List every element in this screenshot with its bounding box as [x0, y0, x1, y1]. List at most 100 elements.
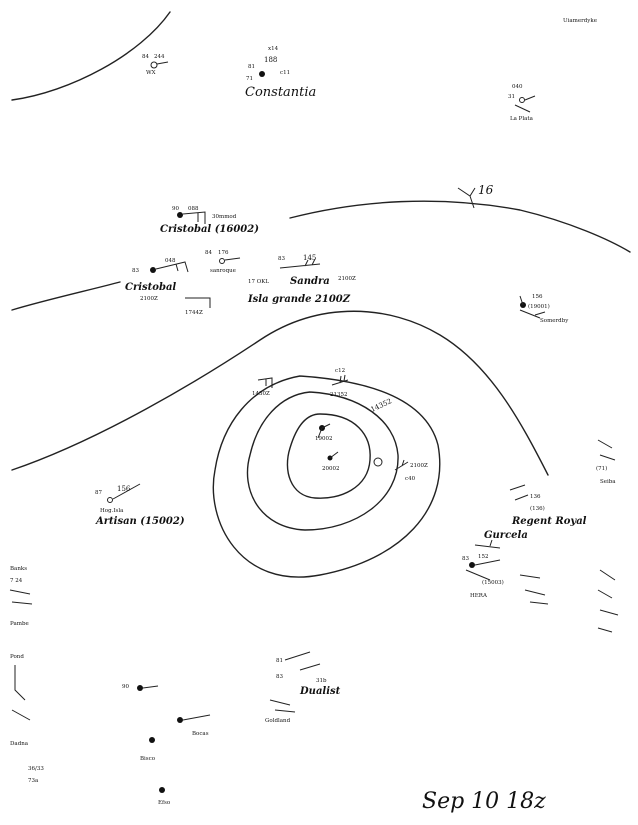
svg-text:Seiba: Seiba: [600, 479, 616, 485]
svg-text:1744Z: 1744Z: [185, 310, 203, 316]
isobar-ring-3: [212, 375, 441, 578]
station-sanroque: 84 176 sanroque 83 145 17 OKL Sandra 210…: [205, 250, 356, 305]
station-regent-royal: 136 (136) Regent Royal: [509, 484, 587, 527]
svg-text:048: 048: [165, 258, 176, 264]
svg-text:136: 136: [530, 494, 541, 500]
station-2100z-east: 2100Z c40: [394, 459, 428, 482]
station-name-sandra: Isla grande 2100Z: [247, 294, 351, 305]
svg-text:36/33: 36/33: [28, 766, 44, 772]
svg-text:c12: c12: [335, 368, 345, 374]
svg-text:83: 83: [276, 674, 283, 680]
svg-text:x14: x14: [268, 46, 279, 52]
station-name-cristobal: Cristobal: [125, 282, 176, 293]
isobar-middle-right: [289, 200, 631, 253]
station-la-plata: 040 31 La Plata: [508, 84, 536, 122]
station-name-cristobal-16002: Cristobal (16002): [160, 224, 259, 235]
svg-text:156: 156: [117, 485, 131, 493]
svg-text:2100Z: 2100Z: [338, 276, 356, 282]
svg-text:(71): (71): [596, 465, 607, 472]
svg-text:Bocas: Bocas: [192, 731, 209, 737]
station-name-goldland: Goldland: [265, 718, 291, 724]
svg-text:152: 152: [478, 554, 489, 560]
storm-center: 19002 20002 14352: [315, 397, 393, 472]
svg-text:81: 81: [276, 658, 283, 664]
svg-text:90: 90: [172, 206, 179, 212]
svg-text:c11: c11: [280, 70, 290, 76]
isobar-spiral-outer: [11, 310, 549, 476]
svg-text:83: 83: [132, 268, 139, 274]
date-label: Sep 10 18z: [422, 789, 546, 814]
station-left-edge: Banks 7 24 Pambe Pond Dadna 36/33 73a: [9, 566, 44, 784]
svg-text:Dualist: Dualist: [299, 686, 341, 697]
svg-text:188: 188: [264, 56, 277, 64]
isobar-middle-left: [11, 281, 121, 311]
svg-text:Gurcela: Gurcela: [484, 530, 528, 541]
station-19002-value: 19002: [315, 436, 333, 442]
svg-text:Banks: Banks: [10, 566, 27, 572]
svg-text:31: 31: [508, 94, 515, 100]
svg-text:83: 83: [278, 256, 285, 262]
station-name-artisan: Artisan (15002): [95, 516, 185, 527]
svg-text:17 OKL: 17 OKL: [248, 279, 269, 285]
svg-text:145: 145: [303, 254, 316, 262]
svg-text:040: 040: [512, 84, 523, 90]
svg-text:Bisco: Bisco: [140, 756, 156, 762]
station-name-constantia: Constantia: [245, 85, 316, 100]
svg-text:WX: WX: [146, 70, 156, 76]
station-right-edge: (71) Seiba: [596, 439, 616, 485]
svg-text:156: 156: [532, 294, 543, 300]
svg-text:83: 83: [462, 556, 469, 562]
svg-text:21352: 21352: [330, 392, 348, 398]
svg-text:sanroque: sanroque: [210, 268, 236, 274]
station-14352-value: 20002: [322, 466, 340, 472]
isobar-label: 16: [478, 183, 494, 197]
svg-text:1430Z: 1430Z: [252, 391, 270, 397]
svg-text:71: 71: [246, 76, 253, 82]
svg-text:2100Z: 2100Z: [140, 296, 158, 302]
svg-text:30mmod: 30mmod: [212, 214, 237, 220]
svg-text:Hog.Isla: Hog.Isla: [100, 508, 124, 514]
corner-label: Uiamerdyke: [563, 18, 597, 24]
station-name-hera: HERA: [470, 593, 488, 599]
station-constantia: x14 188 81 c11 71 Constantia: [245, 46, 316, 100]
station-14352-label: 14352: [369, 397, 393, 414]
station-goldland: 81 83 31b Dualist Goldland: [265, 651, 341, 724]
svg-text:73a: 73a: [28, 778, 39, 784]
station-21352: c12 21352: [330, 368, 349, 398]
svg-text:90: 90: [122, 684, 129, 690]
isobar-ring-1: [286, 413, 371, 499]
svg-text:(19001): (19001): [528, 303, 550, 310]
svg-text:(136): (136): [530, 505, 545, 512]
svg-text:Sandra: Sandra: [290, 276, 330, 287]
station-cristobal-2100z: 83 048 Cristobal 2100Z 1744Z: [125, 258, 211, 316]
svg-text:Efso: Efso: [158, 800, 171, 806]
svg-text:244: 244: [154, 54, 165, 60]
isobar-top-left: [11, 11, 171, 101]
svg-text:Dadna: Dadna: [10, 741, 29, 747]
station-name-regent-royal: Regent Royal: [511, 516, 587, 527]
station-artisan: 87 156 Hog.Isla Artisan (15002): [95, 483, 185, 527]
svg-text:Pond: Pond: [10, 654, 24, 660]
svg-text:81: 81: [248, 64, 255, 70]
station-somerdby: 156 (19001) Somerdby: [519, 294, 569, 324]
isobar-ring-2: [246, 391, 399, 531]
svg-text:84: 84: [142, 54, 149, 60]
station-right-lower: [597, 569, 619, 633]
svg-text:87: 87: [95, 490, 102, 496]
svg-text:Pambe: Pambe: [10, 621, 29, 627]
wind-barb-isobar: [457, 187, 476, 209]
svg-text:84: 84: [205, 250, 212, 256]
svg-text:176: 176: [218, 250, 229, 256]
svg-text:Somerdby: Somerdby: [540, 318, 569, 324]
svg-text:(15003): (15003): [482, 579, 504, 586]
station-cristobal-16002: 90 088 30mmod Cristobal (16002): [160, 206, 259, 235]
svg-text:2100Z: 2100Z: [410, 463, 428, 469]
svg-text:31b: 31b: [316, 678, 327, 684]
station-bottom-left: 90 Bocas Bisco Efso: [122, 684, 211, 806]
svg-text:088: 088: [188, 206, 199, 212]
svg-text:c40: c40: [405, 476, 416, 482]
station-west-spiral: 1430Z: [252, 377, 273, 397]
station-hera: Gurcela 83 152 (15003) HERA: [462, 530, 549, 605]
svg-text:7 24: 7 24: [10, 578, 23, 584]
